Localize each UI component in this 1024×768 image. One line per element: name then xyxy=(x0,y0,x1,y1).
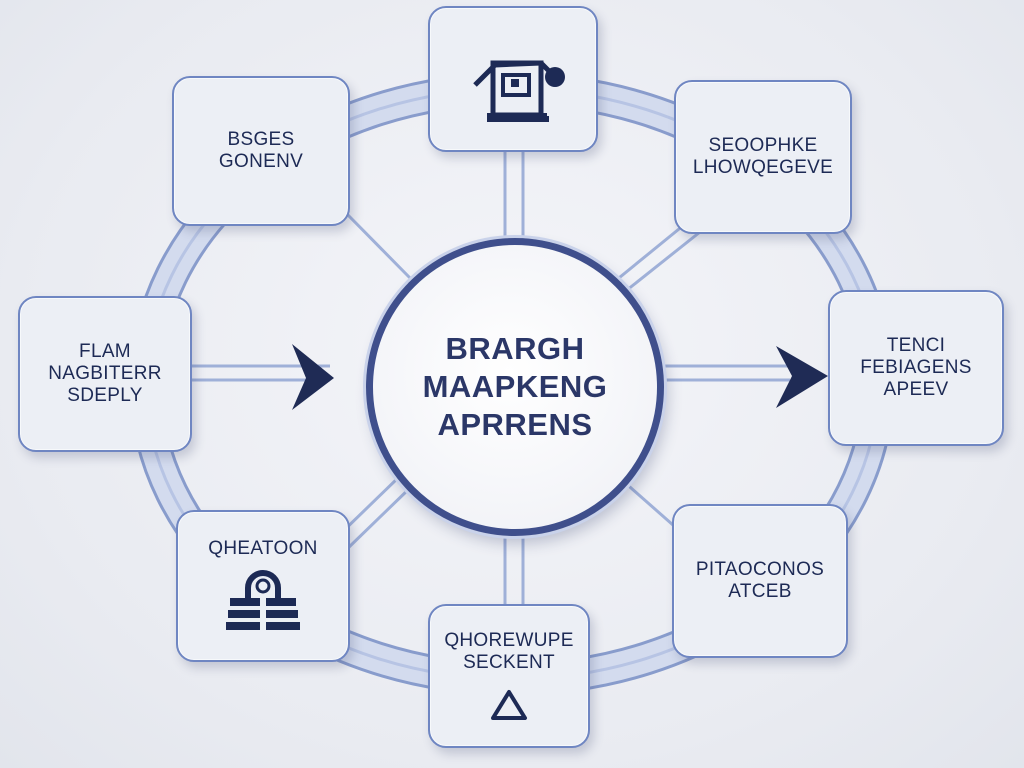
spoke-top-right-b xyxy=(621,230,701,296)
node-bottom-right-line-1: PITAOCONOS xyxy=(695,559,825,580)
node-bottom: QHOREWUPE SECKENT xyxy=(428,604,590,748)
central-hub: BRARGH MAAPKENG APRRENS xyxy=(366,238,664,536)
node-right-line-3: APEEV xyxy=(883,379,949,400)
node-left-line-2: NAGBITERR xyxy=(48,363,162,384)
hub-label-line-3: APRRENS xyxy=(437,407,593,442)
spoke-bottom-left-b xyxy=(344,484,414,552)
triangle-icon xyxy=(491,690,527,720)
node-top-right-line-1: SEOOPHKE xyxy=(708,135,818,156)
node-right-label: TENCI FEBIAGENS APEEV xyxy=(860,335,971,401)
right-arrow xyxy=(664,346,828,408)
hub-label: BRARGH MAAPKENG APRRENS xyxy=(423,330,608,444)
spoke-top-right-a xyxy=(613,218,691,284)
node-bottom-right-label: PITAOCONOS ATCEB xyxy=(696,559,824,603)
left-arrow-head xyxy=(292,344,334,410)
node-bottom-left-line-1: QHEATOON xyxy=(208,538,318,559)
node-bottom-left: QHEATOON xyxy=(176,510,350,662)
node-left-label: FLAM NAGBITERR SDEPLY xyxy=(48,341,162,407)
node-left: FLAM NAGBITERR SDEPLY xyxy=(18,296,192,452)
node-bottom-line-2: SECKENT xyxy=(463,652,555,673)
node-right-line-2: FEBIAGENS xyxy=(860,357,972,378)
node-bottom-label: QHOREWUPE SECKENT xyxy=(444,630,573,674)
node-top-left-line-1: BSGES xyxy=(227,129,295,150)
node-bottom-line-1: QHOREWUPE xyxy=(444,630,574,651)
spoke-top-left xyxy=(343,210,414,282)
node-top-left-line-2: GONENV xyxy=(218,151,304,172)
left-arrow xyxy=(192,344,334,410)
node-top-right-line-2: LHOWQEGEVE xyxy=(692,157,834,178)
node-top-right-label: SEOOPHKE LHOWQEGEVE xyxy=(693,135,833,179)
hub-label-line-2: MAAPKENG xyxy=(422,369,608,404)
node-top-right: SEOOPHKE LHOWQEGEVE xyxy=(674,80,852,234)
node-top-left: BSGES GONENV xyxy=(172,76,350,226)
hub-label-line-1: BRARGH xyxy=(445,331,585,366)
node-bottom-right-line-2: ATCEB xyxy=(728,581,792,602)
machine-icon xyxy=(473,60,565,122)
node-left-line-3: SDEPLY xyxy=(67,385,143,406)
node-top-left-label: BSGES GONENV xyxy=(219,129,303,173)
node-bottom-right: PITAOCONOS ATCEB xyxy=(672,504,848,658)
node-right: TENCI FEBIAGENS APEEV xyxy=(828,290,1004,446)
padlock-icon xyxy=(226,570,300,630)
right-arrow-head xyxy=(776,346,828,408)
node-left-line-1: FLAM xyxy=(79,341,131,362)
node-top xyxy=(428,6,598,152)
node-bottom-left-label: QHEATOON xyxy=(208,538,317,560)
node-right-line-1: TENCI xyxy=(886,335,946,356)
